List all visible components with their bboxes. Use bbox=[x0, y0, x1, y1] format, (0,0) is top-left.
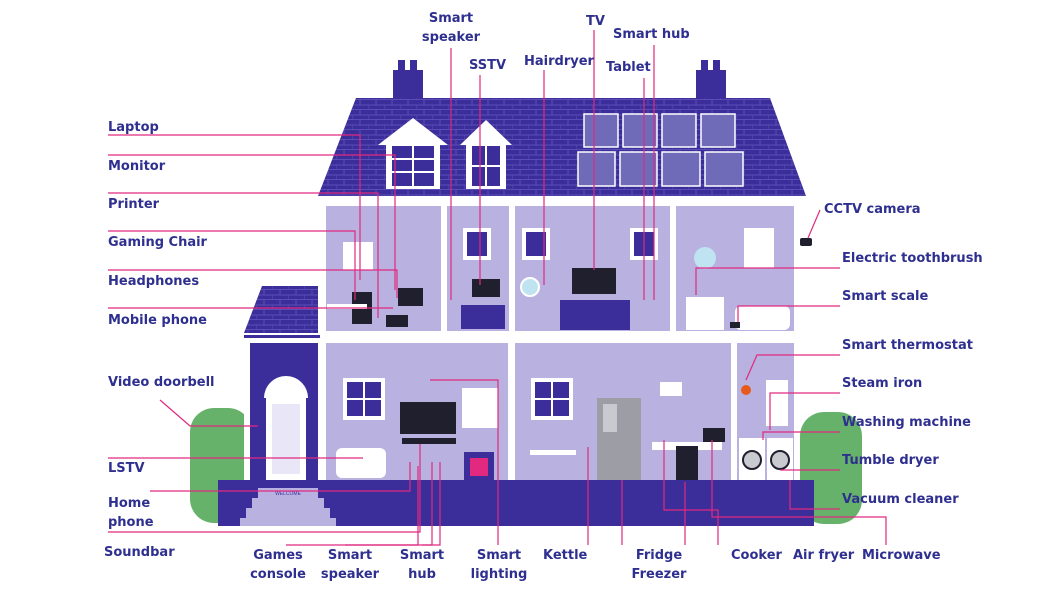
label-cctv-camera: CCTV camera bbox=[824, 202, 921, 217]
label-smart-hub-bottom-line1: Smart bbox=[399, 548, 445, 563]
label-tumble-dryer: Tumble dryer bbox=[842, 453, 939, 468]
label-cooker: Cooker bbox=[731, 548, 782, 563]
label-home-phone: Home phone bbox=[108, 494, 154, 532]
leader-gaming-chair bbox=[108, 230, 356, 300]
leader-lines bbox=[108, 30, 887, 546]
label-gaming-chair: Gaming Chair bbox=[108, 235, 207, 250]
label-tv: TV bbox=[586, 14, 605, 29]
label-air-fryer: Air fryer bbox=[793, 548, 855, 563]
welcome-mat: WELCOME bbox=[275, 491, 302, 497]
annex-roof bbox=[244, 286, 318, 333]
leader-headphones bbox=[108, 269, 398, 298]
leader-air-fryer bbox=[663, 440, 719, 545]
label-smart-speaker-bottom: Smart speaker bbox=[318, 546, 382, 584]
label-fridge-freezer: Fridge Freezer bbox=[628, 546, 690, 584]
label-smart-lighting-line1: Smart bbox=[476, 548, 522, 563]
label-laptop: Laptop bbox=[108, 120, 159, 135]
cctv-camera-icon bbox=[800, 238, 812, 246]
foundation bbox=[218, 480, 814, 526]
label-electric-toothbrush: Electric toothbrush bbox=[842, 251, 983, 266]
leader-washing-machine bbox=[762, 431, 840, 440]
label-headphones: Headphones bbox=[108, 274, 200, 289]
label-mobile-phone: Mobile phone bbox=[108, 313, 207, 328]
label-sstv: SSTV bbox=[469, 58, 507, 73]
label-smart-lighting-line2: lighting bbox=[470, 567, 528, 582]
label-smart-hub-bottom: Smart hub bbox=[394, 546, 450, 584]
label-video-doorbell: Video doorbell bbox=[108, 375, 215, 390]
label-games-console-line2: console bbox=[250, 567, 306, 582]
annex-wall bbox=[244, 335, 320, 339]
chimney-left bbox=[393, 60, 423, 98]
label-vacuum-cleaner: Vacuum cleaner bbox=[842, 492, 959, 507]
leader-video-doorbell bbox=[159, 399, 258, 427]
leader-smart-hub-bottom bbox=[422, 462, 441, 546]
label-smart-speaker-top: Smart speaker bbox=[420, 9, 482, 47]
label-hairdryer: Hairdryer bbox=[524, 54, 594, 69]
ground-floor bbox=[244, 338, 800, 490]
label-kettle: Kettle bbox=[543, 548, 588, 563]
leader-cctv bbox=[807, 209, 821, 239]
label-fridge-freezer-line2: Freezer bbox=[631, 567, 687, 582]
label-smart-hub-top: Smart hub bbox=[613, 27, 690, 42]
label-tablet: Tablet bbox=[606, 60, 651, 75]
label-smart-thermostat: Smart thermostat bbox=[842, 338, 973, 353]
leader-laptop bbox=[108, 134, 361, 280]
leader-smart-thermostat bbox=[745, 354, 840, 381]
hedge-right bbox=[800, 412, 862, 524]
leader-steam-iron bbox=[769, 392, 840, 430]
leader-electric-toothbrush bbox=[695, 267, 840, 295]
label-soundbar: Soundbar bbox=[104, 545, 175, 560]
leader-microwave bbox=[711, 440, 887, 545]
label-monitor: Monitor bbox=[108, 159, 166, 174]
label-home-phone-line1: Home bbox=[108, 496, 151, 511]
leader-home-phone bbox=[150, 462, 411, 492]
solar-panels bbox=[577, 113, 744, 187]
label-games-console: Games console bbox=[246, 546, 310, 584]
label-smart-lighting: Smart lighting bbox=[468, 546, 530, 584]
leader-printer bbox=[108, 192, 379, 318]
label-smart-speaker-top-line2: speaker bbox=[421, 30, 481, 45]
leader-monitor bbox=[108, 154, 396, 290]
leader-smart-scale bbox=[737, 305, 840, 322]
chimney-right bbox=[696, 60, 726, 98]
label-washing-machine: Washing machine bbox=[842, 415, 971, 430]
label-microwave: Microwave bbox=[862, 548, 941, 563]
label-lstv: LSTV bbox=[108, 461, 145, 476]
label-home-phone-line2: phone bbox=[108, 515, 154, 530]
label-games-console-line1: Games bbox=[253, 548, 303, 563]
leader-vacuum-cleaner bbox=[789, 480, 840, 510]
label-smart-scale: Smart scale bbox=[842, 289, 929, 304]
label-printer: Printer bbox=[108, 197, 160, 212]
leader-smart-lighting bbox=[430, 379, 499, 545]
label-fridge-freezer-line1: Fridge bbox=[635, 548, 683, 563]
label-smart-speaker-bottom-line2: speaker bbox=[320, 567, 380, 582]
label-smart-speaker-bottom-line1: Smart bbox=[327, 548, 373, 563]
label-smart-speaker-top-line1: Smart bbox=[428, 11, 474, 26]
label-smart-hub-bottom-line2: hub bbox=[408, 567, 436, 582]
label-steam-iron: Steam iron bbox=[842, 376, 923, 391]
leader-soundbar bbox=[108, 444, 421, 533]
